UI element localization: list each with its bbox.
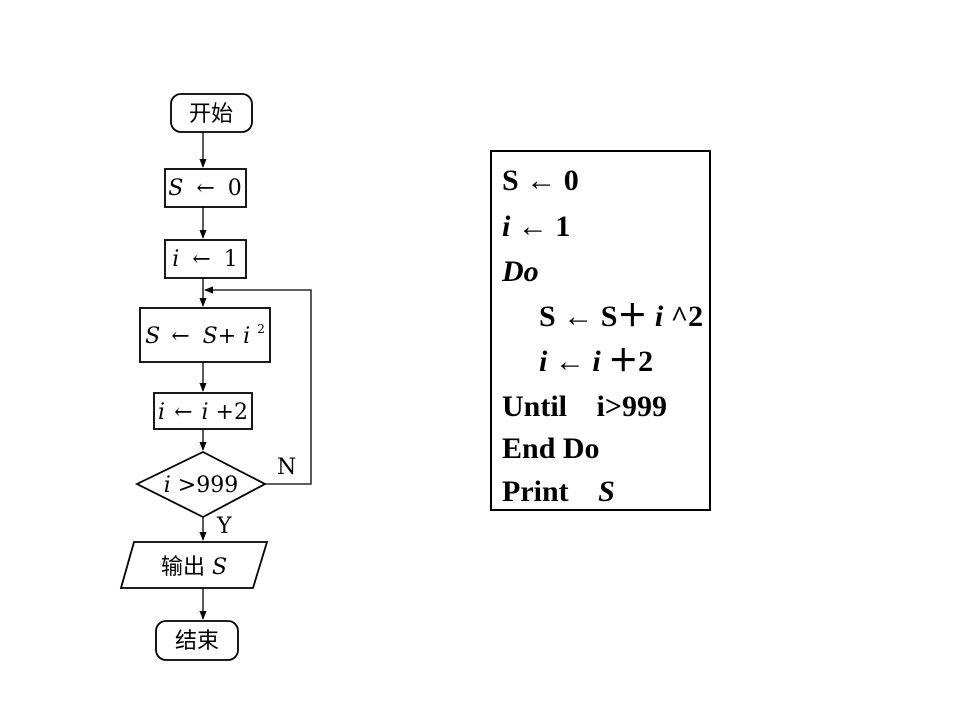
- code-line-4-d: ^2: [671, 300, 703, 333]
- code-line-4-arrow: ←: [563, 300, 593, 333]
- code-line-5-c: ＋2: [608, 345, 653, 378]
- no-branch-label: N: [277, 455, 296, 480]
- init-s-value: 0: [228, 176, 242, 201]
- update-s-rhs-b: i: [243, 324, 250, 349]
- start-label: 开始: [189, 102, 233, 127]
- svg-text:S ← 0: S ← 0: [168, 176, 242, 201]
- code-line-6-b: i>999: [597, 390, 667, 423]
- update-i-lhs: i: [158, 400, 165, 425]
- code-box: S ← 0 i ← 1 Do S ← S＋ i ^2 i ← i ＋2 Unti…: [490, 150, 711, 511]
- update-i-arrow: ←: [174, 400, 192, 425]
- code-line-3: Do: [501, 255, 539, 288]
- code-line-2-a: i: [502, 210, 511, 243]
- start-node: 开始: [170, 93, 253, 133]
- condition-var: i: [164, 473, 171, 498]
- code-line-8-b: S: [598, 475, 615, 508]
- code-line-1-b: 0: [564, 164, 579, 197]
- update-i-rhs-a: i: [202, 400, 209, 425]
- update-s-box: S ← S+ i 2: [139, 307, 271, 363]
- yes-branch-label: Y: [216, 514, 232, 539]
- code-line-6: Until i>999: [502, 390, 667, 423]
- code-line-2-b: 1: [555, 210, 570, 243]
- update-s-lhs: S: [145, 324, 160, 349]
- end-node: 结束: [155, 620, 239, 661]
- code-line-4: S ← S＋ i ^2: [539, 300, 703, 333]
- update-i-box: i ← i +2: [153, 392, 253, 430]
- update-s-arrow: ←: [171, 324, 189, 349]
- code-line-8: Print S: [502, 475, 615, 508]
- update-s-exp: 2: [257, 322, 265, 336]
- update-s-rhs-a: S+: [203, 324, 237, 349]
- condition-op: >999: [178, 473, 238, 498]
- code-line-2: i ← 1: [502, 210, 570, 243]
- init-i-value: 1: [224, 247, 238, 272]
- init-s-var: S: [168, 176, 183, 201]
- code-line-4-c: i: [655, 300, 664, 333]
- svg-text:S ← S+ i: S ← S+ i 2: [145, 322, 265, 349]
- svg-text:i ← i +2: i ← i +2: [158, 400, 248, 425]
- end-label: 结束: [175, 629, 219, 654]
- svg-text:i ← 1: i ← 1: [172, 247, 237, 272]
- loop-back-arrow: [204, 286, 312, 485]
- svg-text:i >999: i >999: [164, 473, 238, 498]
- code-line-2-arrow: ←: [518, 210, 548, 243]
- code-line-1-a: S: [502, 164, 519, 197]
- output-text: 输出: [161, 555, 212, 580]
- code-line-6-a: Until: [502, 390, 567, 423]
- code-line-5-b: i: [592, 345, 601, 378]
- init-s-arrow: ←: [196, 176, 214, 201]
- code-line-5-arrow: ←: [555, 345, 585, 378]
- condition-diamond: i >999: [134, 450, 267, 519]
- code-line-5-a: i: [539, 345, 548, 378]
- init-s-box: S ← 0: [164, 168, 247, 208]
- code-line-1: S ← 0: [502, 164, 579, 197]
- code-line-4-a: S: [539, 300, 556, 333]
- init-i-arrow: ←: [192, 247, 210, 272]
- init-i-box: i ← 1: [164, 239, 247, 279]
- code-line-7: End Do: [502, 432, 600, 465]
- init-i-var: i: [172, 247, 179, 272]
- output-node: 输出 S: [119, 541, 269, 589]
- code-line-5: i ← i ＋2: [539, 345, 653, 378]
- code-line-4-b: S＋: [601, 300, 648, 333]
- svg-text:输出 S: 输出 S: [161, 555, 227, 580]
- code-line-1-arrow: ←: [526, 164, 556, 197]
- output-var: S: [212, 555, 227, 580]
- code-line-8-a: Print: [502, 475, 569, 508]
- update-i-rhs-b: +2: [216, 400, 248, 425]
